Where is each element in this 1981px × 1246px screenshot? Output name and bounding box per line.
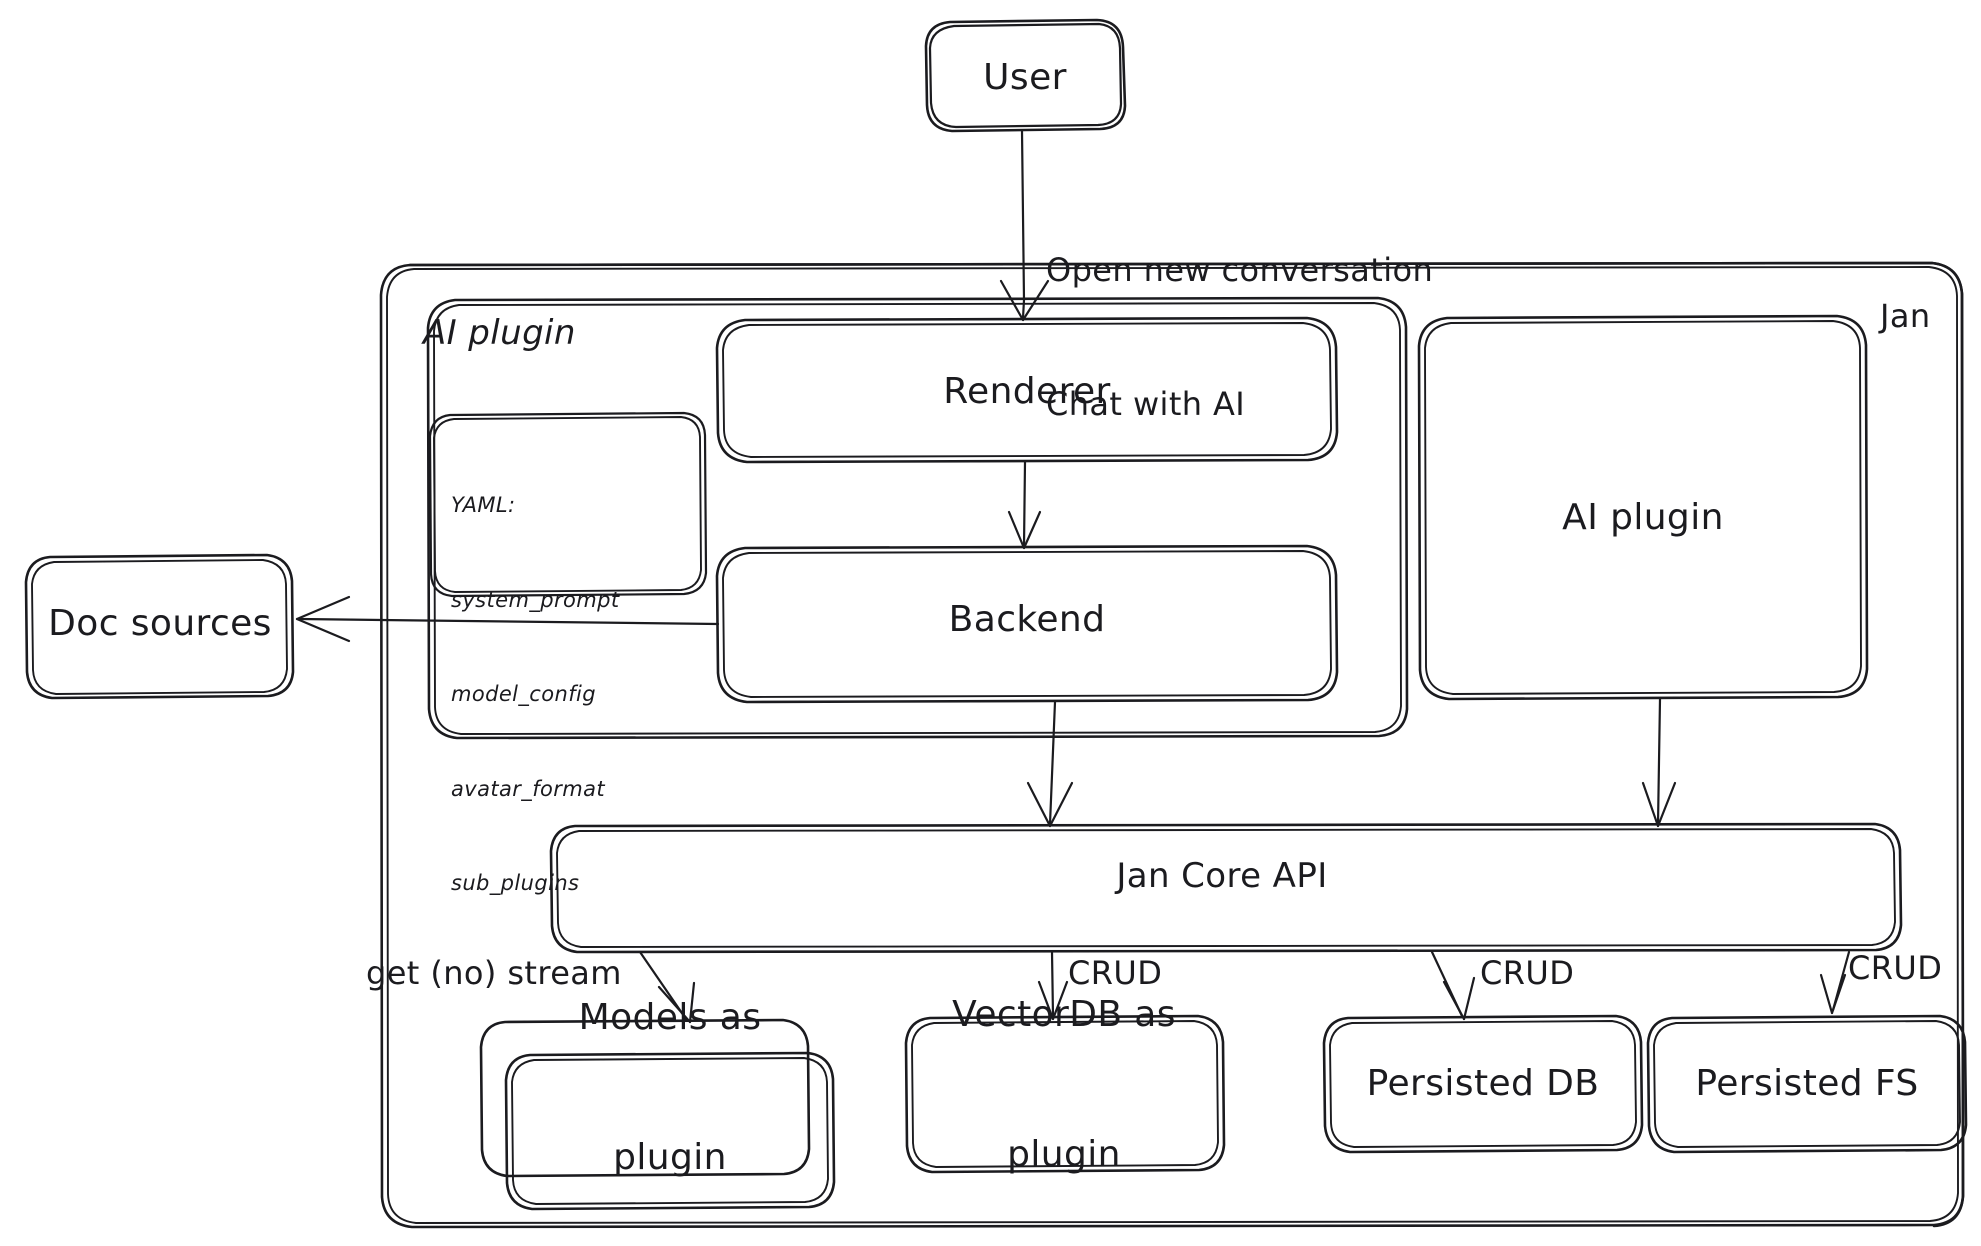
persisted-fs-label: Persisted FS bbox=[1695, 1062, 1919, 1104]
edge-label-crud-db: CRUD bbox=[1480, 954, 1575, 992]
yaml-line-system-prompt: system_prompt bbox=[451, 587, 620, 612]
persisted-db-box-shape bbox=[1322, 1014, 1644, 1154]
yaml-note-shape bbox=[428, 411, 708, 598]
edge-backend-to-doc-sources bbox=[295, 595, 720, 643]
yaml-line-sub-plugins: sub_plugins bbox=[451, 871, 580, 895]
user-label: User bbox=[983, 56, 1067, 98]
user-box-shape bbox=[924, 18, 1127, 133]
edge-core-to-db bbox=[1430, 950, 1476, 1021]
models-as-plugin-box-shape bbox=[479, 1018, 836, 1211]
persisted-fs-box-shape bbox=[1646, 1014, 1968, 1154]
vectordb-as-plugin-line1: VectorDB as bbox=[952, 993, 1176, 1035]
backend-box-shape bbox=[715, 544, 1339, 704]
edge-user-to-renderer bbox=[999, 129, 1050, 322]
yaml-line-header: YAML: bbox=[451, 493, 516, 517]
ai-plugin-group-shape bbox=[426, 296, 1409, 740]
models-as-plugin-line1: Models as bbox=[578, 996, 762, 1038]
edge-ai-plugin-to-core bbox=[1641, 697, 1677, 828]
vectordb-as-plugin-box-shape bbox=[904, 1014, 1226, 1174]
doc-sources-box-shape bbox=[24, 553, 295, 700]
vectordb-as-plugin-label: VectorDB as plugin bbox=[952, 898, 1176, 1246]
edge-label-get-no-stream: get (no) stream bbox=[366, 954, 622, 992]
yaml-line-model-config: model_config bbox=[451, 682, 596, 706]
jan-core-api-box-shape bbox=[549, 822, 1903, 954]
edge-label-crud-vectordb: CRUD bbox=[1068, 954, 1163, 992]
renderer-label: Renderer bbox=[943, 370, 1111, 412]
edge-label-user-to-renderer: Open new conversation Chat with AI bbox=[1046, 158, 1433, 516]
edge-core-to-models bbox=[638, 950, 696, 1024]
jan-container-shape bbox=[379, 261, 1965, 1229]
persisted-db-label: Persisted DB bbox=[1366, 1062, 1600, 1104]
ai-plugin-group-label: AI plugin bbox=[423, 313, 576, 353]
yaml-line-avatar-format: avatar_format bbox=[451, 776, 606, 801]
edge-core-to-vectordb bbox=[1037, 950, 1069, 1021]
models-as-plugin-line2: plugin bbox=[613, 1136, 727, 1178]
models-as-plugin-label: Models as plugin bbox=[579, 901, 762, 1246]
ai-plugin-box-shape bbox=[1417, 314, 1869, 701]
jan-container-label: Jan bbox=[1880, 297, 1931, 335]
edge-label-open-conversation: Open new conversation bbox=[1046, 250, 1434, 289]
backend-label: Backend bbox=[948, 598, 1106, 640]
edge-core-to-fs bbox=[1819, 950, 1851, 1015]
edge-renderer-to-backend bbox=[1007, 460, 1042, 550]
edge-backend-to-core bbox=[1026, 700, 1074, 828]
doc-sources-label: Doc sources bbox=[48, 602, 272, 644]
vectordb-as-plugin-line2: plugin bbox=[1007, 1133, 1121, 1175]
edge-label-chat-with-ai: Chat with AI bbox=[1046, 384, 1246, 423]
edge-label-crud-fs: CRUD bbox=[1848, 949, 1943, 987]
jan-core-api-label: Jan Core API bbox=[1116, 855, 1328, 896]
yaml-note: YAML: system_prompt model_config avatar_… bbox=[451, 427, 619, 963]
ai-plugin-box-label: AI plugin bbox=[1562, 496, 1724, 538]
renderer-box-shape bbox=[715, 316, 1339, 464]
